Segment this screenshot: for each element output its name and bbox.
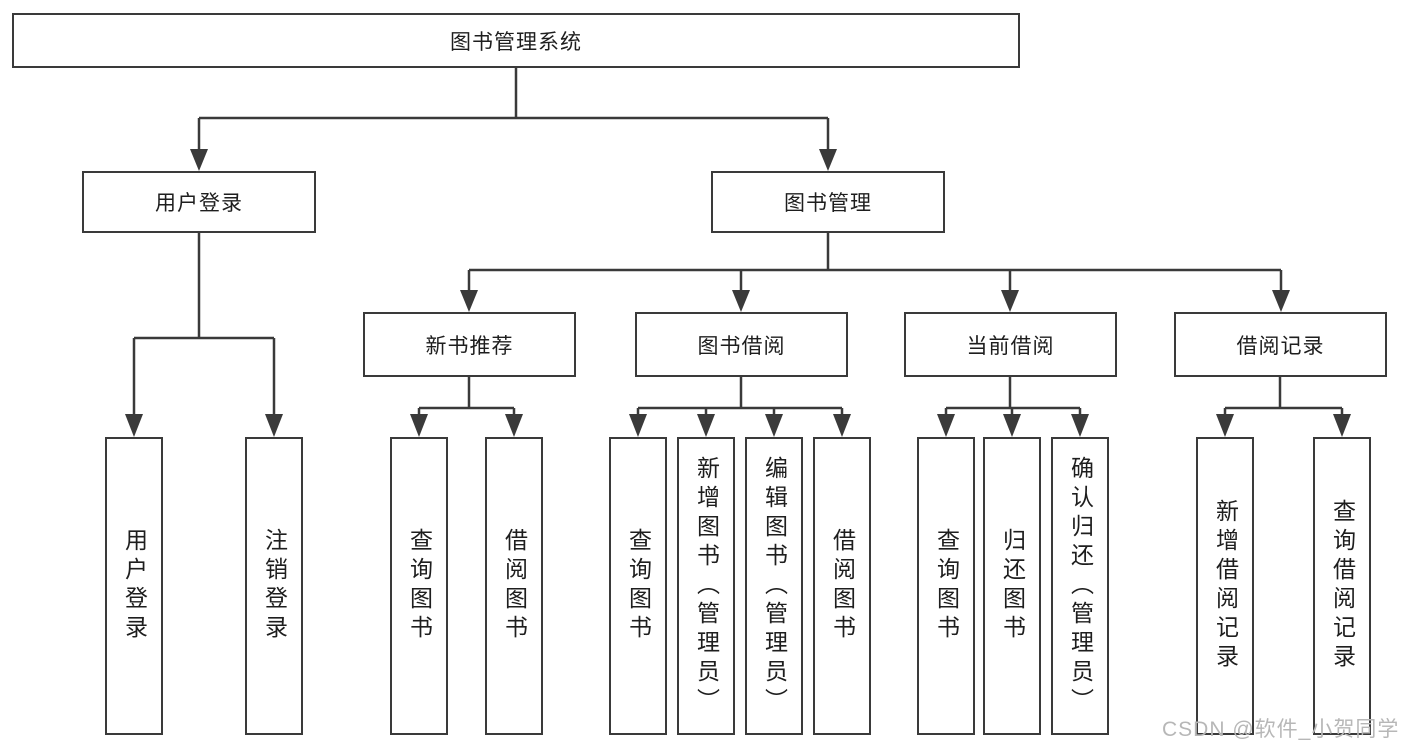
node-book-borrow: 图书借阅: [635, 312, 848, 377]
node-book-borrow-label: 图书借阅: [697, 334, 786, 358]
node-root-label: 图书管理系统: [450, 30, 582, 54]
node-leaf-add-borrow-record: 新增借阅记录: [1196, 437, 1254, 735]
node-book-management-label: 图书管理: [784, 192, 872, 215]
node-leaf-add-book-admin-label: 新增图书（管理员）: [693, 455, 720, 717]
node-leaf-user-login: 用户登录: [105, 437, 163, 735]
node-borrow-records: 借阅记录: [1174, 312, 1387, 377]
node-leaf-logout: 注销登录: [245, 437, 303, 735]
node-leaf-query-books-borrow: 查询图书: [609, 437, 667, 735]
node-leaf-borrow-books-borrow: 借阅图书: [813, 437, 871, 735]
node-leaf-borrow-books-borrow-label: 借阅图书: [829, 528, 856, 644]
node-leaf-add-borrow-record-label: 新增借阅记录: [1212, 499, 1239, 673]
node-leaf-query-books-recommend-label: 查询图书: [406, 528, 433, 644]
node-leaf-query-books-current: 查询图书: [917, 437, 975, 735]
csdn-watermark: CSDN @软件_小贺同学: [1162, 718, 1400, 741]
node-leaf-query-borrow-record-label: 查询借阅记录: [1329, 499, 1356, 673]
node-leaf-query-books-current-label: 查询图书: [933, 528, 960, 644]
node-leaf-confirm-return-admin: 确认归还（管理员）: [1051, 437, 1109, 735]
node-leaf-logout-label: 注销登录: [261, 528, 288, 644]
node-borrow-records-label: 借阅记录: [1236, 334, 1325, 358]
node-leaf-return-book: 归还图书: [983, 437, 1041, 735]
node-leaf-confirm-return-admin-label: 确认归还（管理员）: [1067, 455, 1094, 717]
node-leaf-borrow-books-recommend: 借阅图书: [485, 437, 543, 735]
node-leaf-query-books-borrow-label: 查询图书: [625, 528, 652, 644]
node-leaf-return-book-label: 归还图书: [999, 528, 1026, 644]
node-current-borrow-label: 当前借阅: [966, 334, 1055, 358]
node-leaf-borrow-books-recommend-label: 借阅图书: [501, 528, 528, 644]
node-leaf-edit-book-admin-label: 编辑图书（管理员）: [761, 455, 788, 717]
node-leaf-query-books-recommend: 查询图书: [390, 437, 448, 735]
node-root: 图书管理系统: [12, 13, 1020, 68]
node-user-login: 用户登录: [82, 171, 316, 233]
node-new-book-recommend: 新书推荐: [363, 312, 576, 377]
node-leaf-query-borrow-record: 查询借阅记录: [1313, 437, 1371, 735]
node-leaf-edit-book-admin: 编辑图书（管理员）: [745, 437, 803, 735]
node-leaf-user-login-label: 用户登录: [121, 528, 148, 644]
node-book-management: 图书管理: [711, 171, 945, 233]
arrowheads: [125, 149, 1351, 437]
node-new-book-recommend-label: 新书推荐: [425, 334, 514, 358]
node-leaf-add-book-admin: 新增图书（管理员）: [677, 437, 735, 735]
node-current-borrow: 当前借阅: [904, 312, 1117, 377]
node-user-login-label: 用户登录: [155, 192, 243, 215]
